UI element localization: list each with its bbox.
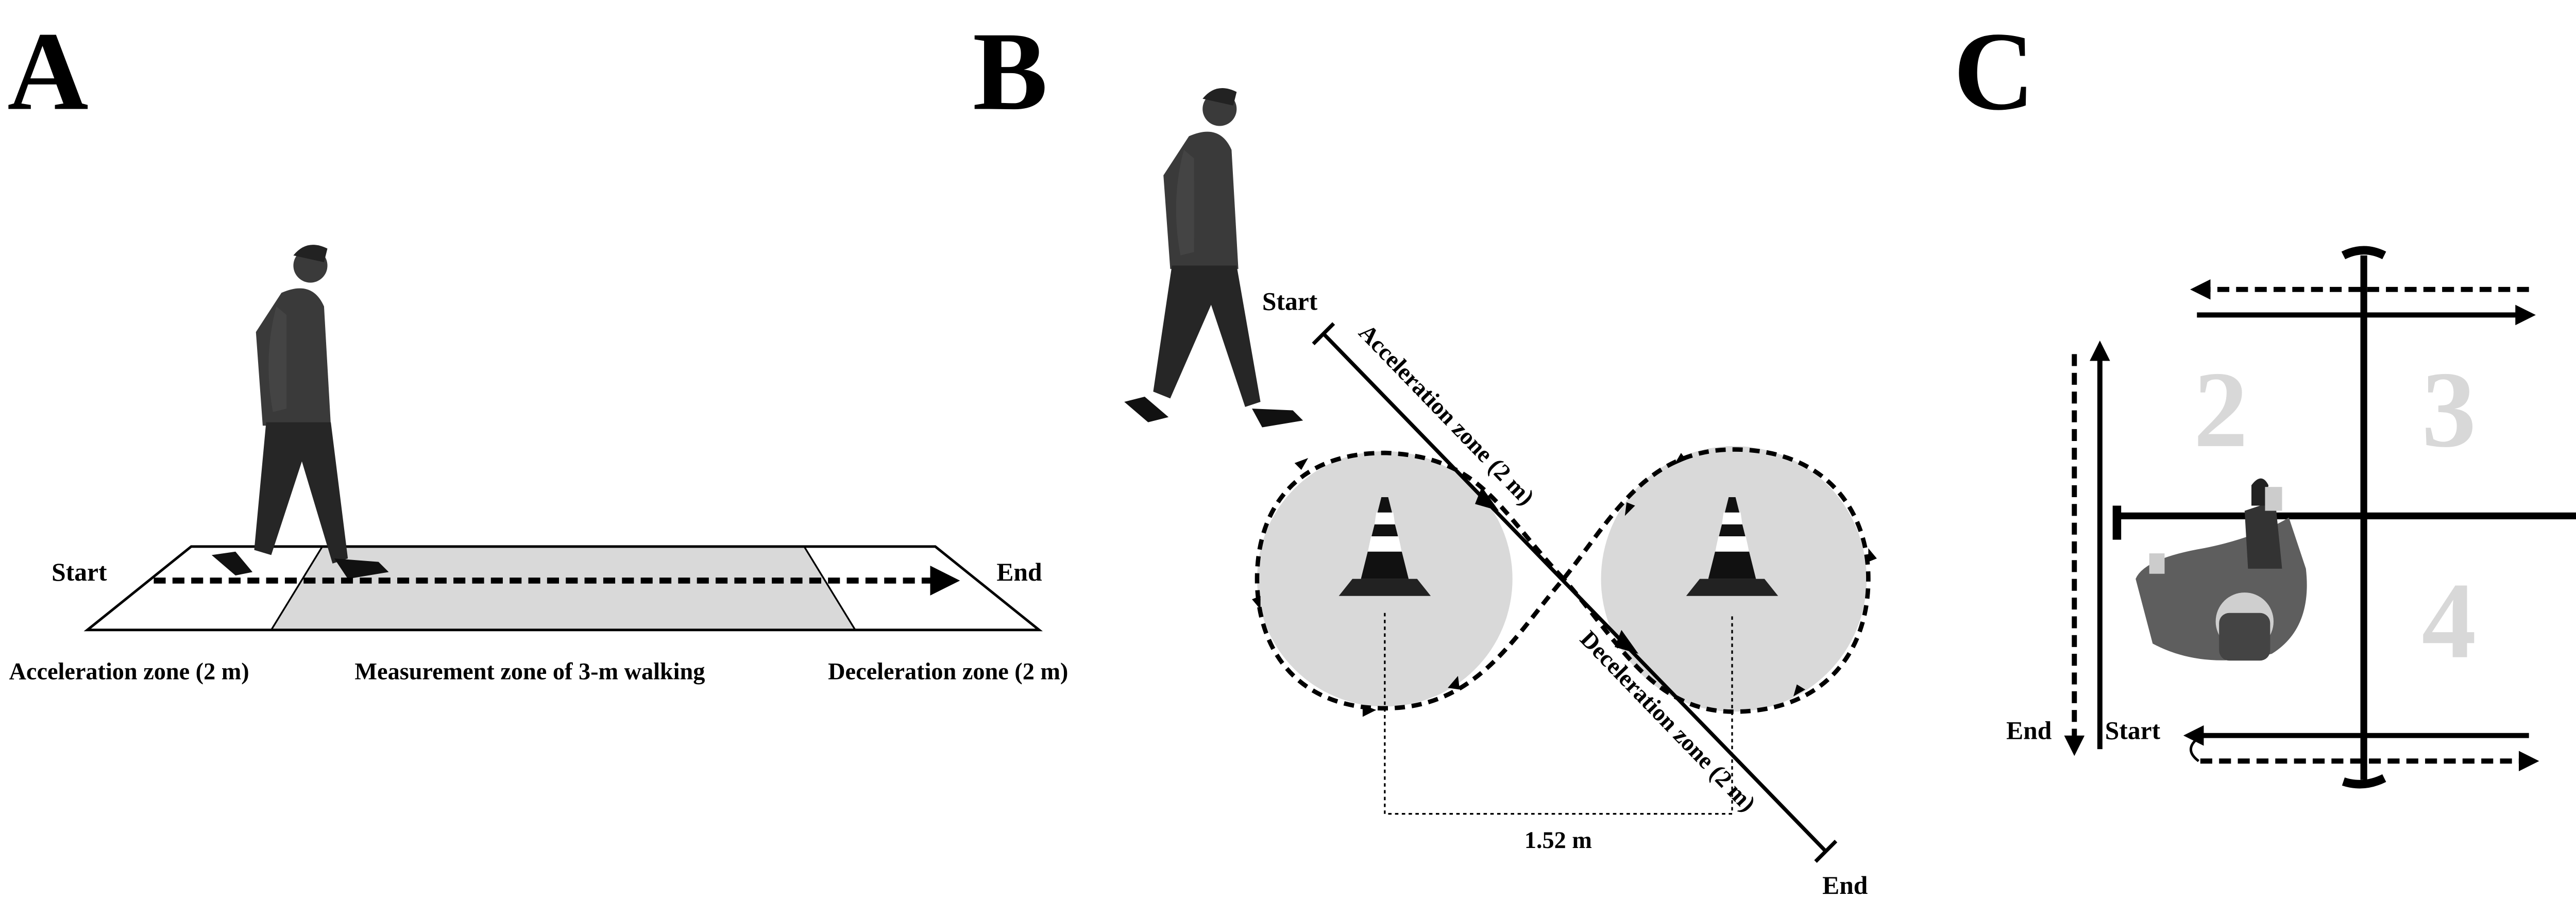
quadrant-3-number: 3	[2421, 349, 2476, 470]
panel-a-letter: A	[7, 10, 89, 134]
start-label: Start	[1262, 287, 1318, 315]
panel-b: B	[973, 10, 1877, 900]
panel-b-letter: B	[973, 10, 1047, 134]
deceleration-zone-label: Deceleration zone (2 m)	[828, 659, 1068, 685]
zone-divider	[803, 546, 856, 631]
distance-dimension-line	[1384, 613, 1733, 815]
path-direction-markers	[1252, 453, 1877, 717]
end-label: End	[996, 558, 1042, 586]
walkway	[83, 545, 1043, 632]
person-top-view-icon	[2136, 478, 2307, 661]
acceleration-zone-label: Acceleration zone (2 m)	[9, 659, 249, 685]
end-label: End	[2006, 716, 2052, 744]
arrow-marker	[1475, 487, 1499, 511]
start-label: Start	[52, 558, 107, 586]
route-arrows	[2064, 279, 2539, 772]
walking-person-icon	[211, 245, 389, 579]
zone-divider	[270, 546, 324, 631]
walking-person-icon	[1124, 88, 1303, 428]
start-tick	[1312, 322, 1335, 346]
panel-c-letter: C	[1954, 10, 2035, 134]
distance-label: 1.52 m	[1524, 827, 1592, 854]
measurement-zone	[271, 546, 856, 630]
arrow-marker	[1614, 630, 1639, 654]
panel-c: C 1 2 3 4	[1954, 10, 2576, 789]
measurement-zone-label: Measurement zone of 3-m walking	[354, 659, 705, 685]
start-label: Start	[2105, 716, 2161, 744]
panel-a: A Start End Acceleration zone (2 m) Meas…	[7, 10, 1068, 685]
walkway-outline	[83, 545, 1043, 632]
cane-cross	[2112, 246, 2576, 789]
quadrant-4-number: 4	[2421, 561, 2476, 681]
end-tick	[1814, 840, 1838, 863]
end-label: End	[1822, 871, 1868, 900]
straight-path-line	[1322, 332, 1827, 853]
quadrant-2-number: 2	[2194, 349, 2248, 470]
traffic-cone-icon	[1338, 497, 1431, 596]
traffic-cone-icon	[1686, 497, 1778, 596]
